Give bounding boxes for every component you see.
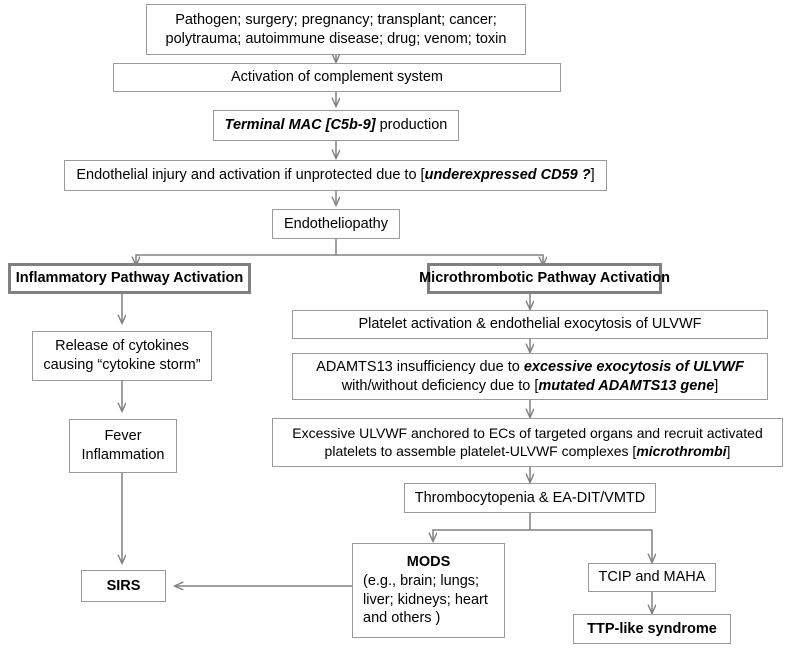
- endothelial-injury-prefix: Endothelial injury and activation if unp…: [76, 167, 425, 184]
- fever-inflammation-line-1: Fever: [104, 428, 142, 445]
- cytokine-release-line-2: causing “cytokine storm”: [43, 357, 201, 373]
- node-triggers: Pathogen; surgery; pregnancy; transplant…: [146, 4, 526, 55]
- node-ttp-like-syndrome: TTP-like syndrome: [573, 614, 731, 644]
- microthrombotic-pathway-label: Microthrombotic Pathway Activation: [419, 270, 670, 287]
- node-fever-inflammation: Fever Inflammation: [69, 419, 177, 473]
- node-thrombocytopenia: Thrombocytopenia & EA-DIT/VMTD: [404, 483, 656, 513]
- mods-line-2: (e.g., brain; lungs;: [363, 572, 480, 589]
- node-endothelial-injury: Endothelial injury and activation if unp…: [64, 160, 607, 191]
- thrombocytopenia-label: Thrombocytopenia & EA-DIT/VMTD: [414, 489, 646, 506]
- terminal-mac-suffix: production: [375, 117, 448, 134]
- edge-to-mods: [433, 529, 530, 541]
- endothelial-injury-suffix: ]: [590, 167, 595, 184]
- adamts13-line2-prefix: with/without deficiency due to [: [341, 377, 539, 394]
- node-tcip-maha: TCIP and MAHA: [588, 563, 716, 592]
- triggers-line-2: polytrauma; autoimmune disease; drug; ve…: [165, 30, 507, 47]
- node-sirs: SIRS: [81, 570, 166, 602]
- mods-title: MODS: [406, 554, 451, 571]
- node-inflammatory-pathway: Inflammatory Pathway Activation: [8, 263, 251, 294]
- triggers-line-1: Pathogen; surgery; pregnancy; transplant…: [175, 11, 497, 28]
- tcip-maha-label: TCIP and MAHA: [598, 569, 706, 586]
- node-complement-activation: Activation of complement system: [113, 63, 561, 92]
- node-cytokine-release: Release of cytokines causing “cytokine s…: [32, 331, 212, 381]
- adamts13-line1-prefix: ADAMTS13 insufficiency due to: [316, 358, 524, 375]
- node-excessive-ulvwf: Excessive ULVWF anchored to ECs of targe…: [272, 418, 783, 467]
- excessive-ulvwf-line2-emphasis: microthrombi: [636, 442, 727, 459]
- mods-line-3: liver; kidneys; heart: [363, 591, 488, 608]
- complement-activation-label: Activation of complement system: [231, 69, 443, 86]
- node-platelet-activation: Platelet activation & endothelial exocyt…: [292, 310, 768, 339]
- excessive-ulvwf-line-1: Excessive ULVWF anchored to ECs of targe…: [292, 424, 763, 441]
- fever-inflammation-line-2: Inflammation: [81, 447, 165, 463]
- endotheliopathy-label: Endotheliopathy: [284, 215, 388, 232]
- platelet-activation-label: Platelet activation & endothelial exocyt…: [358, 316, 702, 333]
- endothelial-injury-emphasis: underexpressed CD59 ?: [424, 167, 591, 184]
- node-mods: MODS (e.g., brain; lungs; liver; kidneys…: [352, 543, 505, 638]
- mods-line-4: and others ): [363, 610, 441, 627]
- excessive-ulvwf-line2-suffix: ]: [726, 442, 731, 459]
- node-endotheliopathy: Endotheliopathy: [272, 209, 400, 239]
- excessive-ulvwf-line2-prefix: platelets to assemble platelet-ULVWF com…: [324, 442, 637, 459]
- adamts13-line2-emphasis: mutated ADAMTS13 gene: [538, 377, 715, 394]
- adamts13-line2-suffix: ]: [714, 377, 719, 394]
- edge-to-tcip: [530, 529, 652, 562]
- node-microthrombotic-pathway: Microthrombotic Pathway Activation: [419, 263, 670, 294]
- adamts13-line1-emphasis: excessive exocytosis of ULVWF: [523, 358, 744, 375]
- ttp-like-syndrome-label: TTP-like syndrome: [587, 620, 717, 637]
- node-terminal-mac: Terminal MAC [C5b-9] production: [213, 110, 459, 141]
- terminal-mac-emphasis: Terminal MAC [C5b-9]: [224, 117, 376, 134]
- inflammatory-pathway-label: Inflammatory Pathway Activation: [15, 270, 244, 287]
- sirs-label: SIRS: [106, 577, 141, 594]
- node-adamts13-insufficiency: ADAMTS13 insufficiency due to excessive …: [292, 353, 768, 400]
- cytokine-release-line-1: Release of cytokines: [55, 338, 189, 355]
